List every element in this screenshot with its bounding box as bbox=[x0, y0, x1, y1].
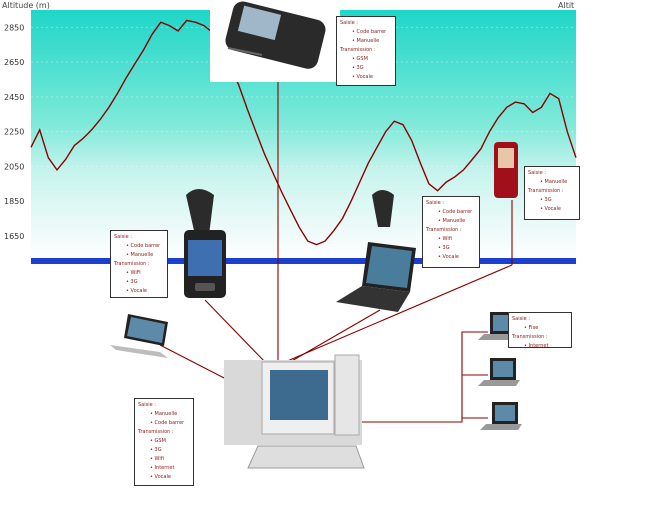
y-tick-label: 2250 bbox=[4, 128, 24, 137]
card-line: Manuelle bbox=[528, 178, 576, 187]
card-line: Transmission : bbox=[426, 227, 462, 233]
card-line: GSM bbox=[138, 437, 190, 446]
card-line: Transmission : bbox=[114, 261, 150, 267]
card-line: Code barrer bbox=[426, 208, 476, 217]
red-phone bbox=[494, 142, 518, 198]
chart-title: Altitude (m) bbox=[2, 1, 50, 10]
card-line: Saisie : bbox=[512, 316, 530, 322]
card-line: Manuelle bbox=[426, 217, 476, 226]
card-line: Saisie : bbox=[528, 170, 546, 176]
card-line: Vocale bbox=[426, 253, 476, 262]
y-tick-label: 1850 bbox=[4, 197, 24, 206]
card-line: Code barrer bbox=[138, 419, 190, 428]
info-card-pda: Saisie : Code barrerManuelleTransmission … bbox=[110, 230, 168, 298]
y-tick-label: 2850 bbox=[4, 23, 24, 32]
card-line: Transmission : bbox=[512, 334, 548, 340]
info-card-laptop: Saisie : Code barrerManuelleTransmission … bbox=[422, 196, 480, 268]
card-line: Manuelle bbox=[340, 37, 392, 46]
card-line: Manuelle bbox=[138, 410, 190, 419]
laptop-right-3 bbox=[480, 402, 522, 430]
card-line: Saisie : bbox=[426, 200, 444, 206]
y-tick-label: 2650 bbox=[4, 58, 24, 67]
card-line: Vocale bbox=[340, 73, 392, 82]
y-tick-label: 2450 bbox=[4, 93, 24, 102]
card-line: Saisie : bbox=[340, 20, 358, 26]
card-line: Transmission : bbox=[138, 429, 174, 435]
card-line: 3G bbox=[528, 196, 576, 205]
desktop-computer bbox=[224, 354, 365, 469]
laptop-right-2 bbox=[478, 358, 520, 386]
card-line: Vocale bbox=[138, 473, 190, 482]
scanner-icon-1 bbox=[186, 189, 214, 235]
link-laptop-left bbox=[159, 344, 229, 381]
card-line: Saisie : bbox=[138, 402, 156, 408]
card-line: Transmission : bbox=[340, 47, 376, 53]
card-line: Code barrer bbox=[114, 242, 164, 251]
pda-device bbox=[184, 230, 226, 298]
card-line: Saisie : bbox=[114, 234, 132, 240]
y-tick-label: 2050 bbox=[4, 162, 24, 171]
card-line: Fixe bbox=[512, 324, 568, 333]
baseline-bar bbox=[31, 258, 576, 264]
card-line: Transmission : bbox=[528, 188, 564, 194]
card-line: 3G bbox=[138, 446, 190, 455]
phone-photo bbox=[210, 1, 340, 82]
card-line: Wifi bbox=[138, 455, 190, 464]
altitude-line bbox=[30, 19, 577, 246]
info-card-phone: Saisie : Code barrerManuelleTransmission … bbox=[336, 16, 396, 86]
card-line: Vocale bbox=[114, 287, 164, 296]
link-pda bbox=[204, 299, 266, 363]
card-line: 3G bbox=[114, 278, 164, 287]
card-line: 3G bbox=[340, 64, 392, 73]
y-tick-label: 1650 bbox=[4, 232, 24, 241]
laptop-left bbox=[110, 314, 168, 358]
card-line: Vocale bbox=[528, 205, 576, 214]
link-phone2-b bbox=[284, 264, 513, 363]
card-line: GSM bbox=[340, 55, 392, 64]
card-line: Internet bbox=[138, 464, 190, 473]
card-line: Wifi bbox=[426, 235, 476, 244]
card-line: 3G bbox=[426, 244, 476, 253]
card-line: WiFi bbox=[114, 269, 164, 278]
card-line: Manuelle bbox=[114, 251, 164, 260]
link-laptops-top bbox=[358, 331, 488, 423]
scanner-icon-2 bbox=[372, 190, 394, 227]
info-card-desktop: Saisie : ManuelleCode barrerTransmission … bbox=[134, 398, 194, 486]
chart-title-right: Altit bbox=[558, 1, 574, 10]
laptop-field bbox=[336, 242, 416, 312]
card-line: Code barrer bbox=[340, 28, 392, 37]
card-line: Internet bbox=[512, 342, 568, 351]
